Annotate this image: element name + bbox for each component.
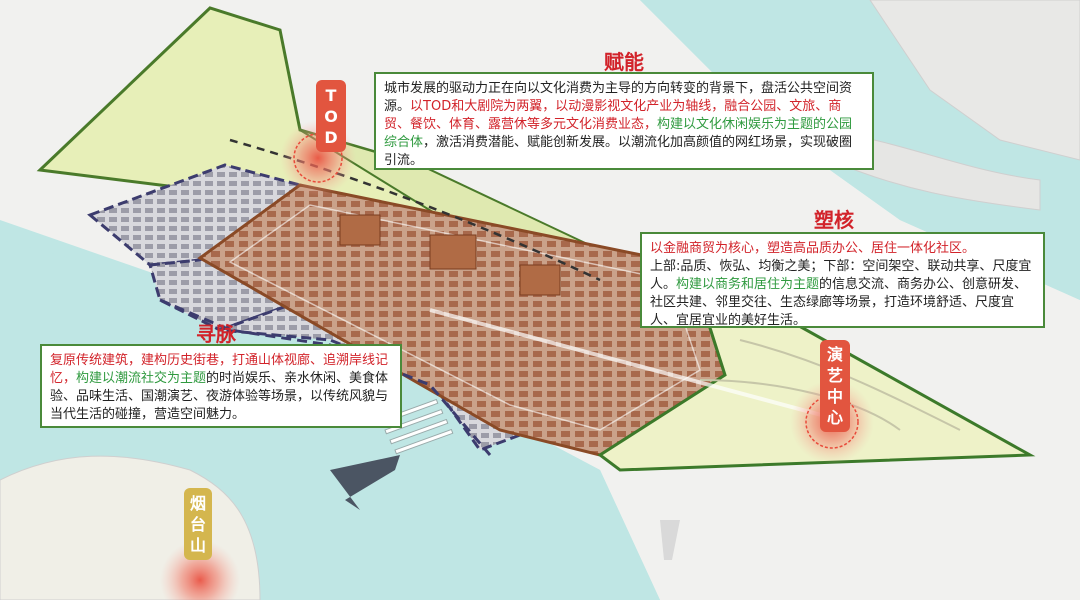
suhe-text-1: 以金融商贸为核心，塑造高品质办公、居住一体化社区。 (650, 241, 976, 256)
xunmai-text-1: 复原传统建筑，建构历史街巷，打通山体视廊、追溯岸线记忆， (50, 353, 389, 386)
funeng-text-3: 构建以文化休闲娱乐为主题的公园综合体 (384, 117, 853, 150)
suhe-text-2: 上部:品质、恢弘、均衡之美；下部：空间架空、联动共享、尺度宜人。 (650, 259, 1032, 292)
funeng-text-4: ，激活消费潜能、赋能创新发展。以潮流化加高颜值的网红场景，实现破圈引流。 (384, 135, 853, 168)
suhe-title: 塑核 (814, 208, 854, 232)
suhe-text-4: 的信息交流、商务办公、创意研发、社区共建、邻里交往、生态绿廊等场景，打造环境舒适… (650, 277, 1028, 328)
xunmai-text-3: 的时尚娱乐、亲水休闲、美食体验、品味生活、国潮演艺、夜游体验等场景，以传统风貌与… (50, 371, 389, 422)
suhe-text-3: 构建以商务和居住为主题 (676, 277, 820, 292)
xunmai-title: 寻脉 (196, 322, 236, 346)
funeng-text-2: 以TOD和大剧院为两翼，以动漫影视文化产业为轴线，融合公园、文旅、商贸、餐饮、体… (384, 99, 842, 132)
xunmai-callout: 复原传统建筑，建构历史街巷，打通山体视廊、追溯岸线记忆，构建以潮流社交为主题的时… (40, 344, 402, 428)
funeng-title: 赋能 (604, 50, 644, 74)
funeng-text-1: 城市发展的驱动力正在向以文化消费为主导的方向转变的背景下，盘活公共空间资源。 (384, 81, 853, 114)
funeng-callout: 城市发展的驱动力正在向以文化消费为主导的方向转变的背景下，盘活公共空间资源。以T… (374, 72, 874, 170)
performing-arts-center-label: 演 艺 中 心 (820, 340, 850, 432)
xunmai-text-2: 构建以潮流社交为主题 (76, 371, 207, 386)
suhe-callout: 以金融商贸为核心，塑造高品质办公、居住一体化社区。 上部:品质、恢弘、均衡之美；… (640, 232, 1045, 328)
yantai-mountain-label: 烟 台 山 (184, 488, 212, 560)
tod-label: T O D (316, 80, 346, 152)
